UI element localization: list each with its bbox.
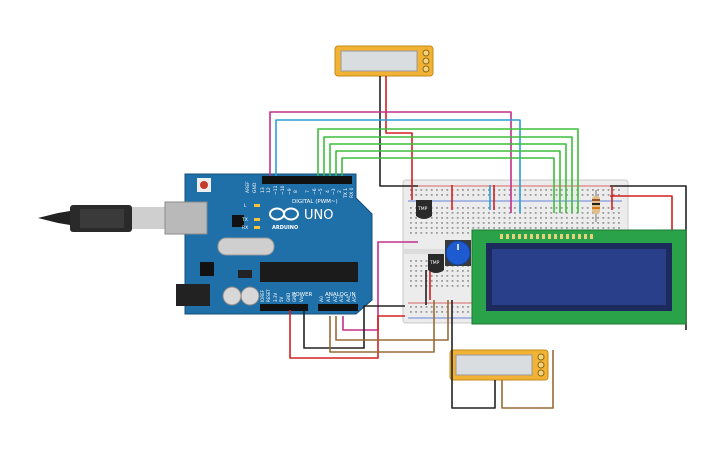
svg-text:GND: GND [286, 293, 291, 302]
svg-text:TMP: TMP [429, 260, 440, 266]
svg-text:13: 13 [260, 187, 266, 193]
svg-text:AREF: AREF [245, 181, 251, 193]
svg-text:A0: A0 [319, 296, 325, 302]
svg-text:2: 2 [337, 190, 343, 193]
lcd-display [471, 229, 687, 325]
top-pin-labels: AREF GND 13 12 ~11 ~10 ~9 8 7 ~6 ~5 4 ~3… [245, 181, 355, 199]
svg-text:~9: ~9 [287, 188, 293, 195]
temperature-sensor-bottom: TMP [428, 254, 444, 273]
wires [269, 76, 687, 409]
analog-label: ANALOG IN [325, 292, 356, 298]
svg-text:Vin: Vin [299, 295, 304, 302]
multimeter-bottom [449, 349, 549, 381]
svg-text:4: 4 [325, 190, 331, 193]
svg-text:IOREF: IOREF [260, 289, 265, 302]
svg-text:~10: ~10 [280, 185, 286, 195]
svg-text:8: 8 [293, 190, 299, 193]
svg-text:3.3V: 3.3V [273, 293, 278, 302]
power-pin-labels: IOREF RESET 3.3V 5V GND GND Vin [260, 289, 304, 302]
svg-text:RX: RX [242, 225, 248, 231]
power-label: POWER [292, 292, 313, 298]
svg-text:7: 7 [305, 190, 311, 193]
svg-text:~6: ~6 [312, 188, 318, 195]
resistor [592, 190, 600, 222]
status-leds: L TX RX [241, 203, 260, 231]
potentiometer [445, 240, 471, 266]
analog-pin-labels: A0 A1 A2 A3 A4 A5 [319, 296, 358, 302]
arduino-brand-text: ARDUINO [272, 225, 298, 231]
svg-text:5V: 5V [279, 296, 284, 302]
svg-text:12: 12 [266, 187, 272, 193]
usb-cable [38, 204, 188, 232]
svg-text:~5: ~5 [318, 188, 324, 195]
multimeter-top [334, 45, 434, 77]
svg-text:GND: GND [292, 293, 297, 302]
svg-text:RX 0: RX 0 [349, 187, 355, 198]
lcd-pins [500, 234, 593, 239]
svg-text:A1: A1 [326, 296, 332, 302]
svg-text:RESET: RESET [266, 289, 271, 302]
svg-text:TX 1: TX 1 [343, 188, 349, 199]
svg-text:~11: ~11 [273, 185, 279, 195]
svg-text:A4: A4 [346, 296, 352, 302]
svg-text:GND: GND [252, 182, 258, 193]
arduino-board: AREF GND 13 12 ~11 ~10 ~9 8 7 ~6 ~5 4 ~3… [164, 173, 373, 315]
svg-text:TX: TX [241, 217, 248, 223]
temperature-sensor-top: TMP [416, 200, 432, 219]
svg-text:TMP: TMP [417, 206, 428, 212]
svg-text:L: L [244, 203, 247, 209]
digital-label: DIGITAL (PWM~) [292, 199, 338, 205]
svg-text:A3: A3 [339, 296, 345, 302]
svg-text:A5: A5 [352, 296, 358, 302]
svg-text:~3: ~3 [331, 188, 337, 195]
svg-text:A2: A2 [333, 296, 339, 302]
arduino-logo-icon [269, 207, 299, 221]
uno-logo-text: UNO [304, 208, 333, 223]
